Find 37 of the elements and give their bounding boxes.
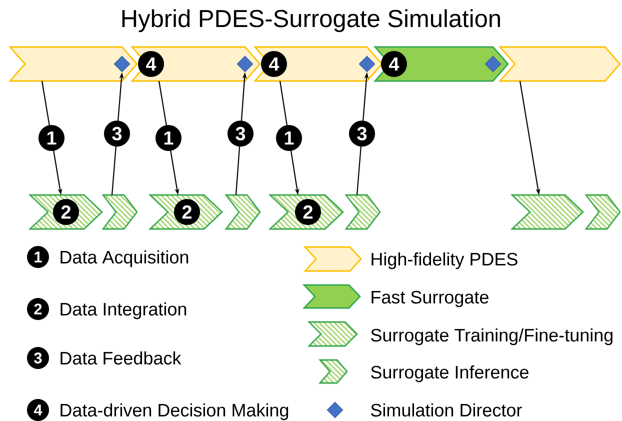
edge-label: 1: [156, 125, 182, 151]
legend-label: Surrogate Inference: [371, 365, 528, 382]
number-badge: 2: [27, 298, 49, 320]
number-badge: 2: [53, 199, 79, 225]
key-label: Data Integration: [60, 302, 186, 320]
process-step: [344, 194, 381, 230]
legend-label: High-fidelity PDES: [372, 252, 518, 270]
edge-label: 1: [38, 125, 64, 151]
number-badge: 3: [27, 347, 49, 369]
edge-label: 3: [104, 120, 130, 147]
key-label: Data Acquisition: [60, 250, 188, 268]
key-label: Data Feedback: [60, 351, 182, 365]
number-badge: 4: [27, 399, 49, 421]
diamond-marker: [236, 56, 254, 72]
edge-label: 3: [228, 120, 254, 147]
process-step: [584, 194, 621, 230]
edge-label: 3: [349, 120, 375, 147]
number-badge: 4: [381, 51, 407, 77]
diamond-marker: [484, 56, 502, 72]
number-badge: 4: [138, 51, 164, 77]
process-step: [510, 194, 584, 230]
number-badge: 1: [27, 246, 49, 268]
legend-label: Simulation Director: [371, 403, 522, 417]
number-badge: 4: [261, 51, 287, 77]
edge-label: 1: [276, 125, 302, 151]
legend-label: Surrogate Training/Fine-tuning: [371, 328, 612, 346]
number-badge: 2: [174, 199, 200, 225]
process-step: [102, 194, 138, 230]
number-badge: 2: [295, 199, 321, 225]
key-label: Data-driven Decision Making: [60, 403, 288, 420]
title: Hybrid PDES-Surrogate Simulation: [122, 9, 500, 32]
legend-label: Fast Surrogate: [372, 290, 488, 308]
process-step: [224, 194, 261, 230]
diamond-marker: [114, 56, 130, 72]
process-step: [8, 46, 138, 82]
process-step: [498, 46, 621, 82]
diamond-marker: [358, 56, 376, 72]
